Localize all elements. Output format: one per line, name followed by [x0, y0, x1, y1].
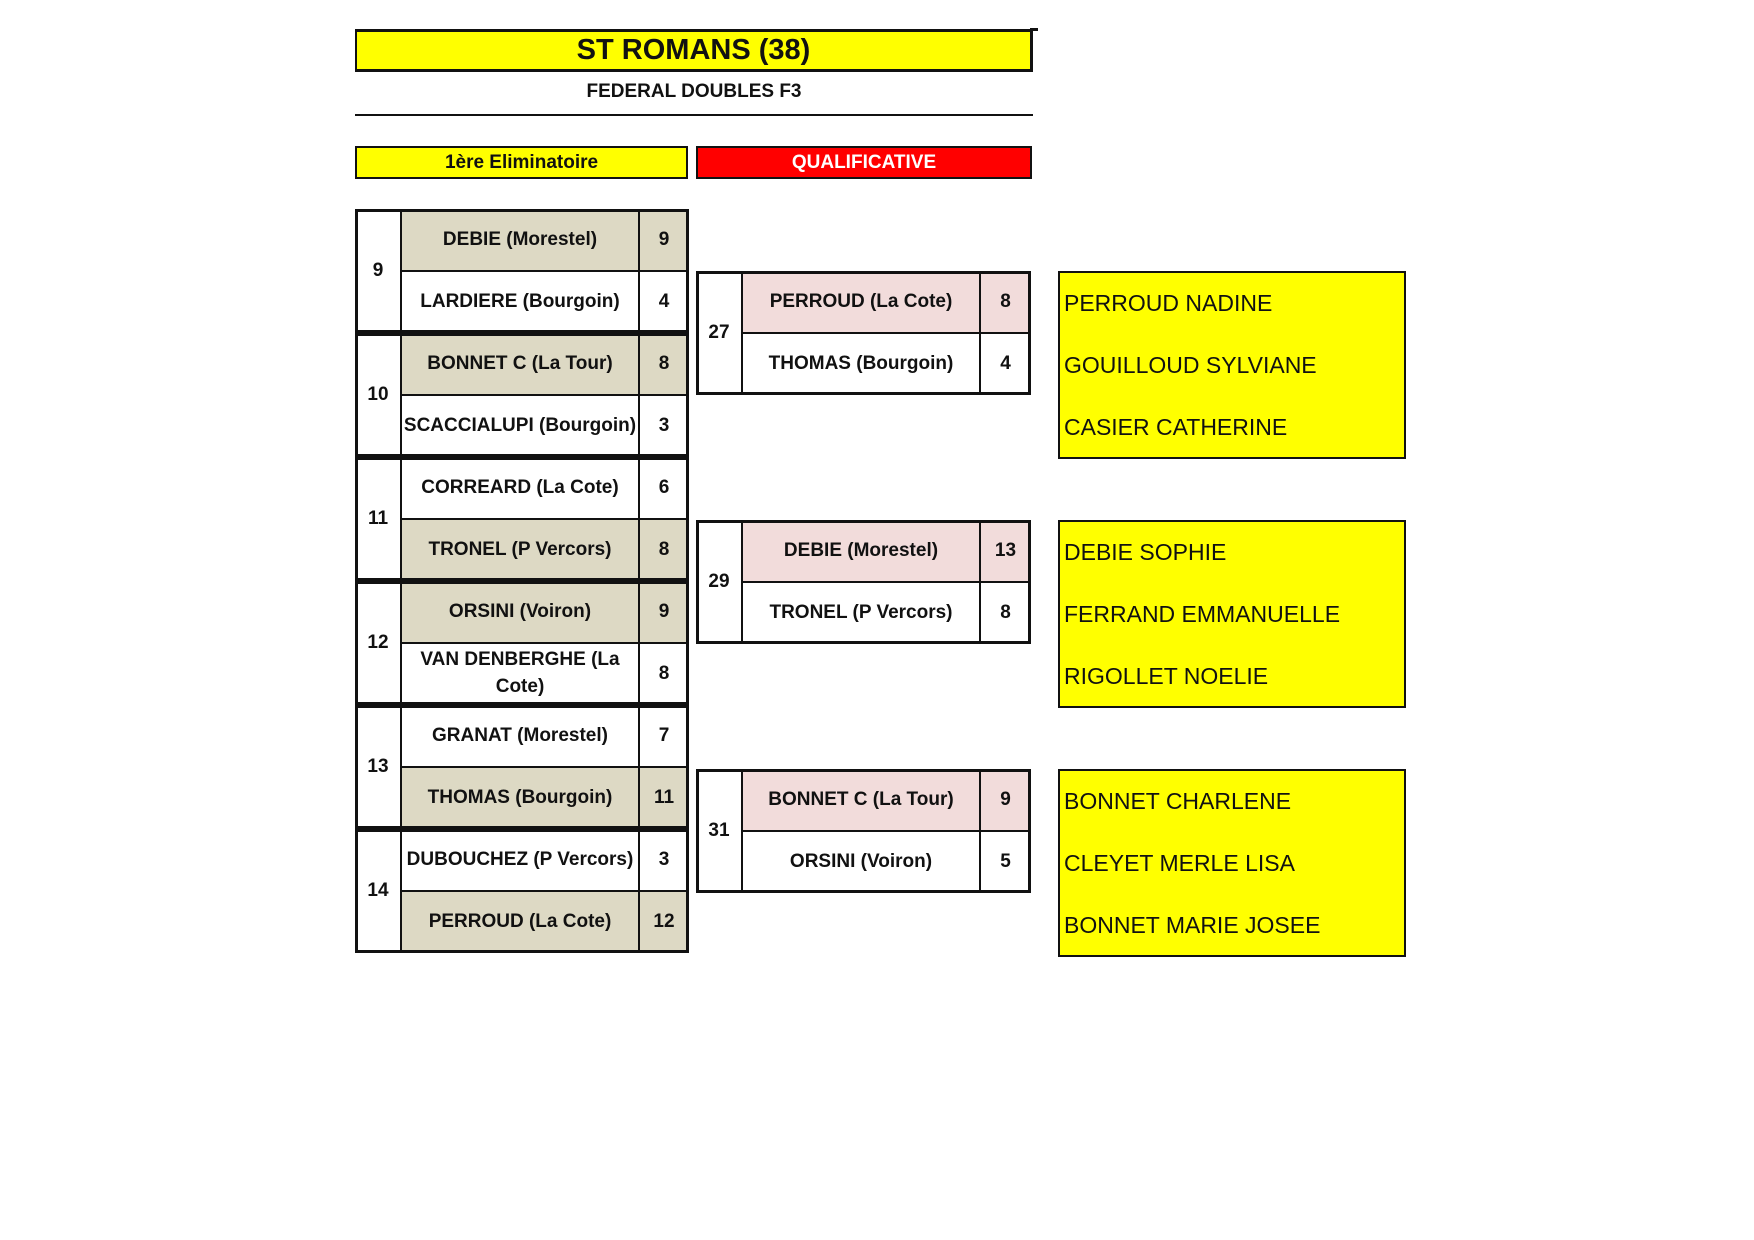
- match-number: 10: [355, 333, 401, 457]
- match-number: 14: [355, 829, 401, 953]
- team-name: VAN DENBERGHE (La Cote): [401, 643, 639, 705]
- match-number: 13: [355, 705, 401, 829]
- match-number: 27: [696, 271, 742, 395]
- qualified-team-box: DEBIE SOPHIE FERRAND EMMANUELLE RIGOLLET N…: [1058, 520, 1406, 708]
- page-title: ST ROMANS (38): [355, 29, 1033, 72]
- team-name: LARDIERE (Bourgoin): [401, 271, 639, 333]
- player-name: CASIER CATHERINE: [1064, 414, 1288, 440]
- team-name: DEBIE (Morestel): [742, 520, 980, 582]
- team-score: 4: [980, 333, 1031, 395]
- team-score: 8: [639, 333, 689, 395]
- player-name: RIGOLLET NOELIE: [1064, 663, 1269, 689]
- match-number: 11: [355, 457, 401, 581]
- player-name: DEBIE SOPHIE: [1064, 539, 1227, 565]
- team-score: 9: [639, 581, 689, 643]
- team-score: 8: [639, 643, 689, 705]
- team-name: CORREARD (La Cote): [401, 457, 639, 519]
- match-number: 29: [696, 520, 742, 644]
- team-score: 7: [639, 705, 689, 767]
- team-name: BONNET C (La Tour): [742, 769, 980, 831]
- qualified-team-box: BONNET CHARLENE CLEYET MERLE LISA BONNET M…: [1058, 769, 1406, 957]
- team-score: 9: [639, 209, 689, 271]
- team-name: SCACCIALUPI (Bourgoin): [401, 395, 639, 457]
- round-label-eliminatoire: 1ère Eliminatoire: [355, 146, 688, 179]
- team-score: 9: [980, 769, 1031, 831]
- team-score: 13: [980, 520, 1031, 582]
- team-name: ORSINI (Voiron): [742, 831, 980, 893]
- team-name: PERROUD (La Cote): [401, 891, 639, 953]
- title-underline-tail: [1030, 28, 1038, 31]
- team-name: DUBOUCHEZ (P Vercors): [401, 829, 639, 891]
- team-score: 5: [980, 831, 1031, 893]
- team-name: THOMAS (Bourgoin): [742, 333, 980, 395]
- player-name: BONNET CHARLENE: [1064, 788, 1292, 814]
- team-name: GRANAT (Morestel): [401, 705, 639, 767]
- player-name: GOUILLOUD SYLVIANE: [1064, 352, 1317, 378]
- team-score: 11: [639, 767, 689, 829]
- team-score: 12: [639, 891, 689, 953]
- team-name: PERROUD (La Cote): [742, 271, 980, 333]
- match-number: 31: [696, 769, 742, 893]
- team-name: THOMAS (Bourgoin): [401, 767, 639, 829]
- page-subtitle: FEDERAL DOUBLES F3: [586, 81, 802, 102]
- round-label-qualificative: QUALIFICATIVE: [696, 146, 1032, 179]
- team-name: ORSINI (Voiron): [401, 581, 639, 643]
- team-name: BONNET C (La Tour): [401, 333, 639, 395]
- team-score: 8: [639, 519, 689, 581]
- team-score: 8: [980, 271, 1031, 333]
- player-name: BONNET MARIE JOSEE: [1064, 912, 1321, 938]
- player-name: PERROUD NADINE: [1064, 290, 1273, 316]
- team-score: 6: [639, 457, 689, 519]
- team-name: DEBIE (Morestel): [401, 209, 639, 271]
- header-divider: [355, 114, 1033, 116]
- team-score: 8: [980, 582, 1031, 644]
- qualified-team-box: PERROUD NADINE GOUILLOUD SYLVIANE CASIER C…: [1058, 271, 1406, 459]
- match-number: 9: [355, 209, 401, 333]
- player-name: CLEYET MERLE LISA: [1064, 850, 1295, 876]
- player-name: FERRAND EMMANUELLE: [1064, 601, 1341, 627]
- team-name: TRONEL (P Vercors): [401, 519, 639, 581]
- team-name: TRONEL (P Vercors): [742, 582, 980, 644]
- team-score: 3: [639, 395, 689, 457]
- team-score: 3: [639, 829, 689, 891]
- match-number: 12: [355, 581, 401, 705]
- team-score: 4: [639, 271, 689, 333]
